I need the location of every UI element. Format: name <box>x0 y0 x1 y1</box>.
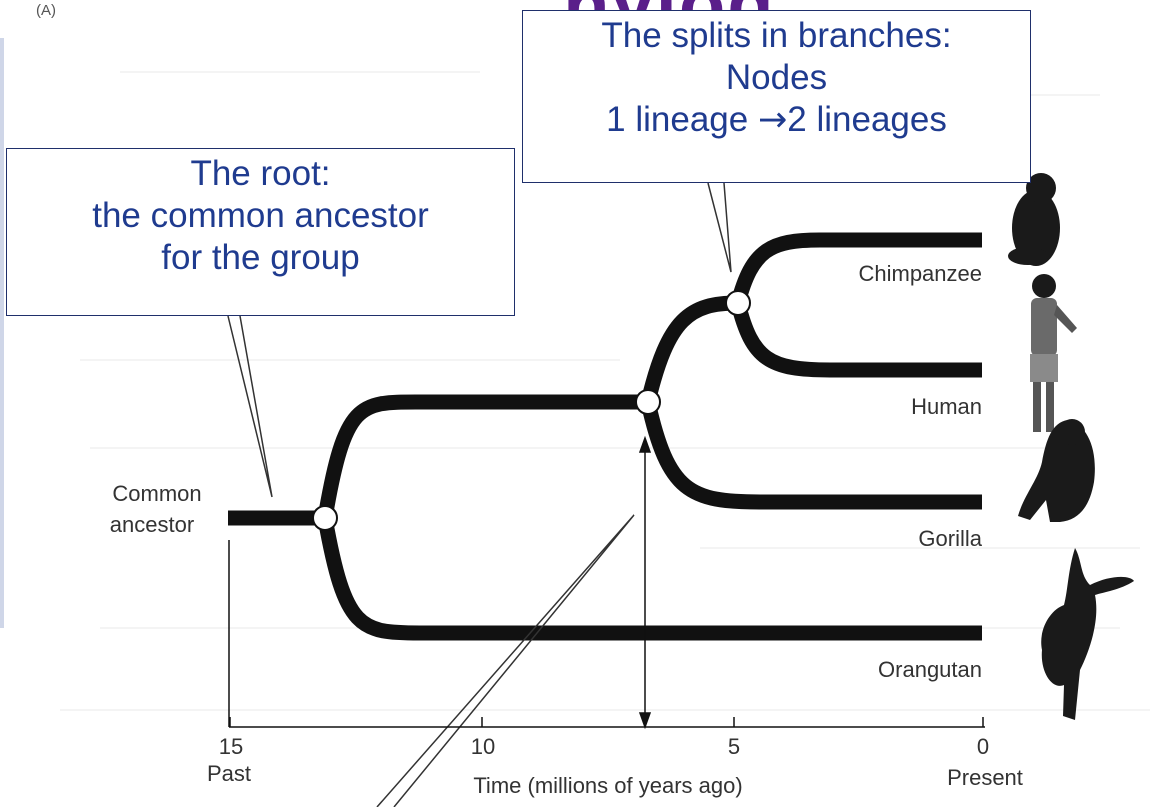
axis-label-present: Present <box>947 765 1023 790</box>
human-icon <box>1030 274 1077 432</box>
callout-root-line-2: the common ancestor <box>92 196 429 235</box>
axis-tick-label-15: 15 <box>219 734 243 759</box>
branch-gorilla <box>640 400 982 510</box>
axis-tick-label-0: 0 <box>977 734 989 759</box>
time-marker-arrow <box>638 435 652 730</box>
right-arrow-icon: → <box>757 100 788 140</box>
branch-upper-clade <box>317 394 648 520</box>
gorilla-icon <box>1018 419 1095 522</box>
callout-splits-line-2: Nodes <box>725 58 828 97</box>
axis-tick-label-5: 5 <box>728 734 740 759</box>
taxon-label-orangutan: Orangutan <box>878 657 982 682</box>
callout-root-line-1: The root: <box>190 154 331 193</box>
tree-branches <box>228 232 982 641</box>
slide-left-accent <box>0 38 4 628</box>
taxon-label-human: Human <box>911 394 982 419</box>
root-label-line2: ancestor <box>110 512 194 537</box>
chimpanzee-icon <box>1008 173 1060 266</box>
time-axis: 15 10 5 0 Past Present Time (millions of… <box>207 540 1023 798</box>
callout-splits-line-1: The splits in branches: <box>601 16 952 55</box>
root-pointer <box>227 315 273 498</box>
taxon-labels: Chimpanzee Human Gorilla Orangutan <box>858 261 982 682</box>
panel-label: (A) <box>36 2 56 19</box>
callout-splits-line-3: 1 lineage →2 lineages <box>523 99 1030 141</box>
axis-tick-label-10: 10 <box>471 734 495 759</box>
tree-nodes <box>312 290 751 531</box>
branch-chimp-human-stem <box>640 295 739 404</box>
callout-root-line-3: for the group <box>161 238 360 277</box>
node-chimp-human-split <box>725 290 751 316</box>
taxon-label-chimpanzee: Chimpanzee <box>858 261 982 286</box>
axis-title: Time (millions of years ago) <box>473 773 742 798</box>
branch-pointer <box>376 514 635 807</box>
callout-pointers <box>227 182 732 807</box>
root-node <box>312 505 338 531</box>
node-gorilla-split <box>635 389 661 415</box>
splits-pointer <box>707 182 732 273</box>
branch-chimpanzee <box>730 232 982 305</box>
callout-splits: The splits in branches: Nodes 1 lineage … <box>522 10 1031 183</box>
branch-orangutan <box>317 516 982 641</box>
branch-human <box>730 301 982 378</box>
root-label-line1: Common <box>112 481 201 506</box>
callout-root: The root: the common ancestor for the gr… <box>6 148 515 316</box>
callout-splits-line-3-a: 1 lineage <box>606 100 758 139</box>
root-label: Common ancestor <box>110 481 202 537</box>
species-icons <box>1008 173 1134 720</box>
orangutan-icon <box>1041 548 1134 720</box>
taxon-label-gorilla: Gorilla <box>918 526 982 551</box>
callout-splits-line-3-b: 2 lineages <box>787 100 947 139</box>
axis-label-past: Past <box>207 761 251 786</box>
